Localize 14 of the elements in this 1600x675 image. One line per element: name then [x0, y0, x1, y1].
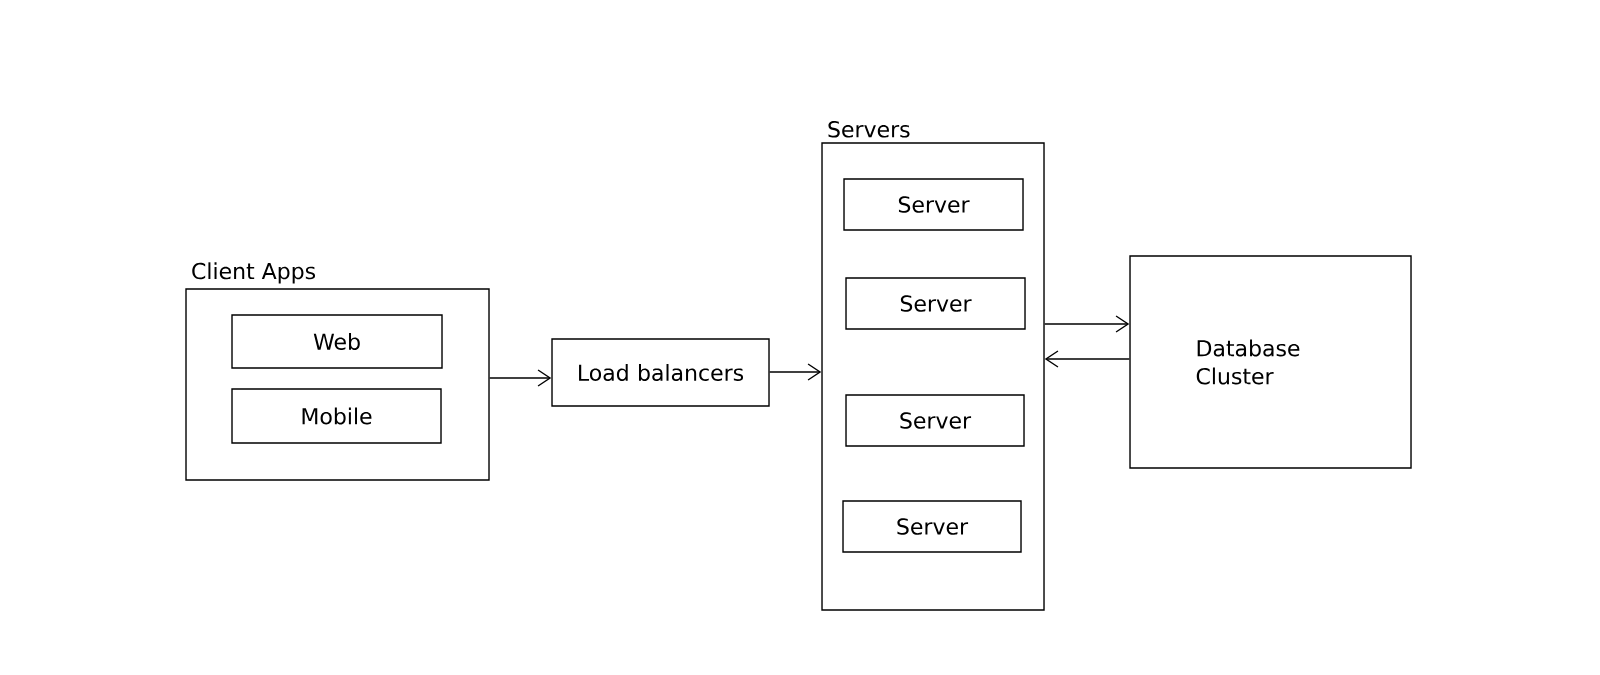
process-box: Server [842, 500, 1022, 553]
node-label: Servers [828, 120, 910, 138]
arrow [489, 369, 552, 387]
process-box: Server [845, 277, 1026, 330]
process-box: Server [843, 178, 1024, 231]
arrow [769, 363, 822, 381]
process-box: Load balancers [551, 338, 770, 407]
arrow [1044, 315, 1130, 333]
process-box: Server [845, 394, 1025, 447]
process-box: Mobile [231, 388, 442, 444]
process-box: Database Cluster [1129, 255, 1412, 469]
arrow [1044, 350, 1130, 368]
node-label: Client Apps [192, 262, 316, 284]
process-box: Web [231, 314, 443, 369]
